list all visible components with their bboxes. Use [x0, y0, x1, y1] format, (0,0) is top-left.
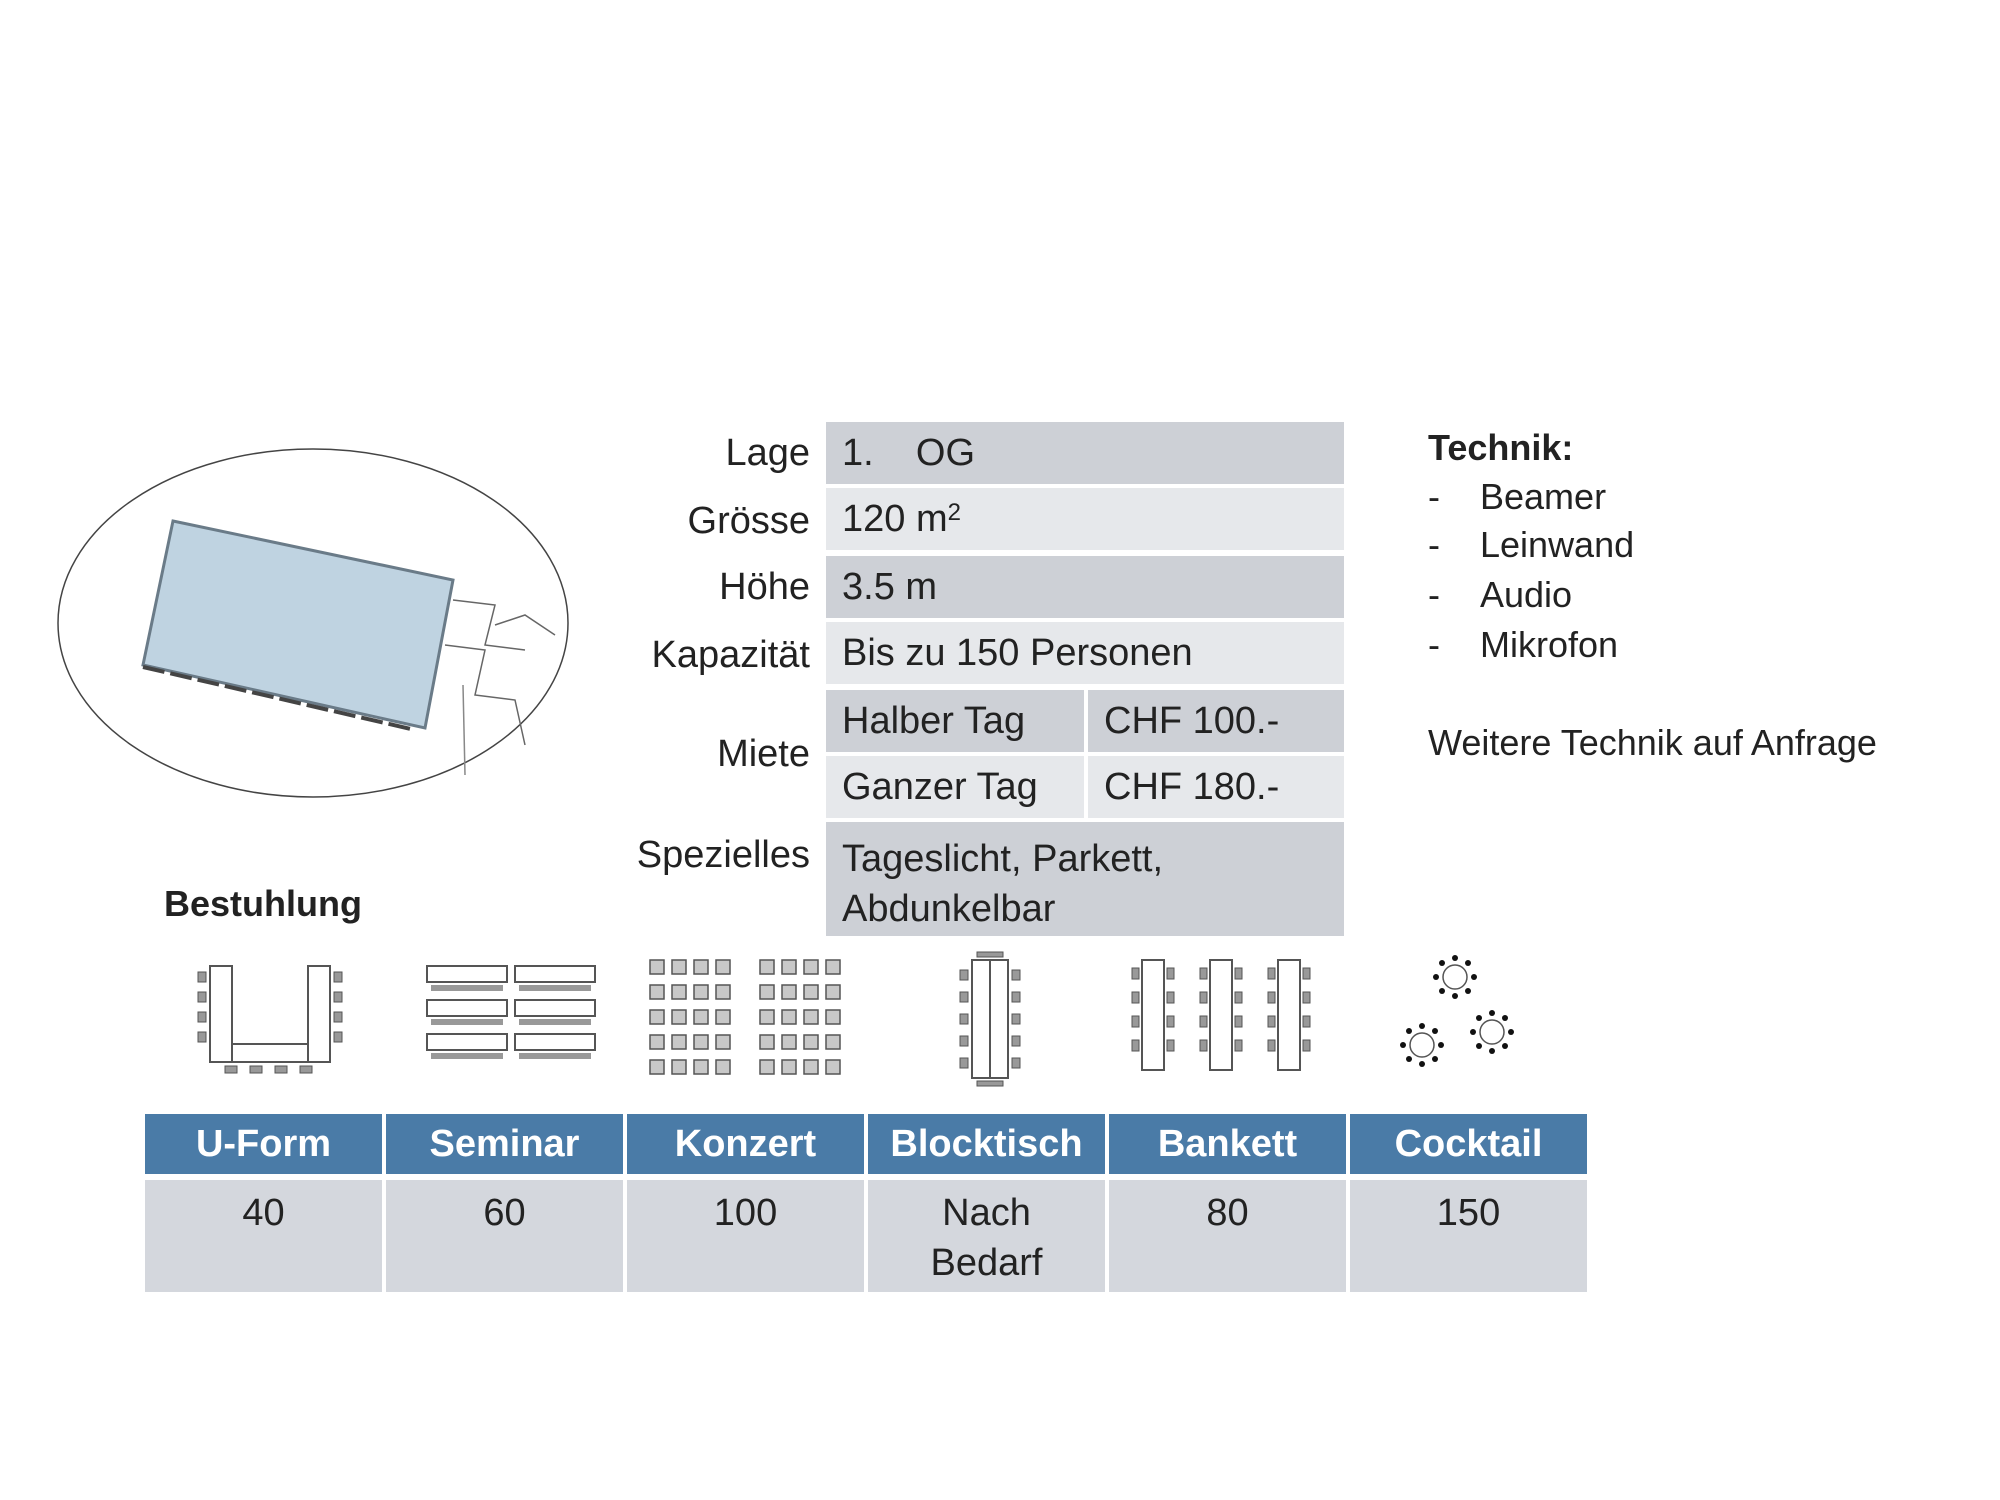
- hoehe-label: Höhe: [719, 566, 810, 608]
- spezielles-label: Spezielles: [636, 834, 810, 876]
- technik-item-mikrofon: -Mikrofon: [1428, 623, 1618, 667]
- technik-title: Technik:: [1428, 427, 1574, 468]
- bullet-dash: -: [1428, 624, 1440, 665]
- bullet-dash: -: [1428, 476, 1440, 517]
- seminar-icon: [426, 965, 596, 1059]
- bullet-dash: -: [1428, 574, 1440, 615]
- kapazitaet-label: Kapazität: [651, 634, 810, 676]
- u-form-icon: [197, 965, 343, 1074]
- technik-item-label: Mikrofon: [1480, 624, 1619, 665]
- value-blocktisch-line-1: Nach: [942, 1192, 1031, 1234]
- value-blocktisch: Nach Bedarf: [868, 1180, 1105, 1292]
- header-blocktisch: Blocktisch: [868, 1114, 1105, 1174]
- kapazitaet-value: Bis zu 150 Personen: [826, 622, 1344, 684]
- header-cocktail: Cocktail: [1350, 1114, 1587, 1174]
- bestuhlung-title: Bestuhlung: [164, 883, 362, 924]
- header-bankett: Bankett: [1109, 1114, 1346, 1174]
- technik-note: Weitere Technik auf Anfrage: [1428, 722, 1877, 763]
- technik-item-label: Beamer: [1480, 476, 1607, 517]
- header-seminar: Seminar: [386, 1114, 623, 1174]
- spezielles-value: Tageslicht, Parkett, Abdunkelbar: [826, 822, 1344, 936]
- groesse-label: Grösse: [687, 500, 810, 542]
- bankett-icon: [1131, 959, 1311, 1071]
- spezielles-line-1: Tageslicht, Parkett,: [842, 838, 1164, 880]
- groesse-number: 120 m: [842, 498, 948, 540]
- ganzer-tag-label: Ganzer Tag: [826, 756, 1084, 818]
- technik-item-leinwand: -Leinwand: [1428, 523, 1634, 567]
- spezielles-line-2: Abdunkelbar: [842, 888, 1056, 930]
- technik-item-beamer: -Beamer: [1428, 475, 1606, 519]
- value-konzert: 100: [627, 1180, 864, 1292]
- value-cocktail: 150: [1350, 1180, 1587, 1292]
- technik-item-audio: -Audio: [1428, 573, 1572, 617]
- value-seminar: 60: [386, 1180, 623, 1292]
- value-u-form: 40: [145, 1180, 382, 1292]
- floor-plan-image: [57, 448, 569, 798]
- halber-tag-label: Halber Tag: [826, 690, 1084, 752]
- halber-tag-price: CHF 100.-: [1088, 690, 1344, 752]
- header-konzert: Konzert: [627, 1114, 864, 1174]
- lage-value: 1. OG: [826, 422, 1344, 484]
- value-blocktisch-line-2: Bedarf: [930, 1242, 1043, 1284]
- konzert-icon: [649, 959, 841, 1075]
- lage-label: Lage: [725, 432, 810, 474]
- technik-item-label: Audio: [1480, 574, 1573, 615]
- miete-label: Miete: [717, 733, 810, 775]
- hoehe-value: 3.5 m: [826, 556, 1344, 618]
- value-bankett: 80: [1109, 1180, 1346, 1292]
- ganzer-tag-price: CHF 180.-: [1088, 756, 1344, 818]
- bullet-dash: -: [1428, 524, 1440, 565]
- header-u-form: U-Form: [145, 1114, 382, 1174]
- blocktisch-icon: [959, 951, 1021, 1087]
- cocktail-icon: [1400, 955, 1514, 1067]
- technik-item-label: Leinwand: [1480, 524, 1635, 565]
